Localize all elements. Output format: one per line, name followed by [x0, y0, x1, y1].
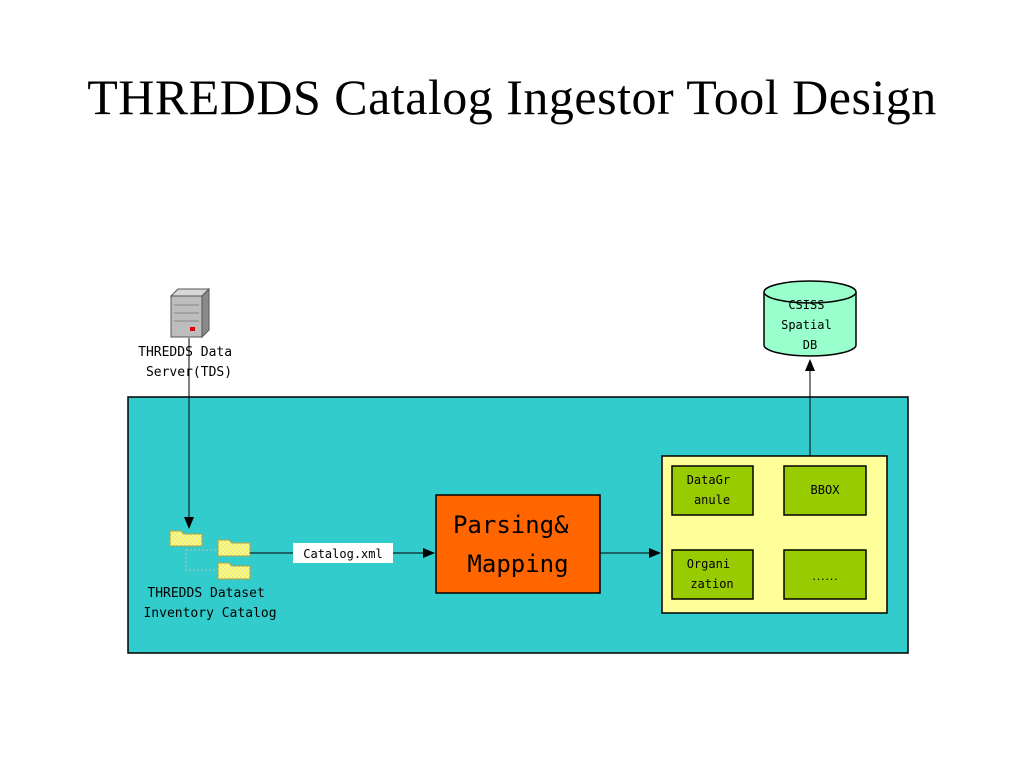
slide-title: THREDDS Catalog Ingestor Tool Design	[87, 69, 937, 125]
parsing-mapping-box	[435, 494, 601, 594]
server-icon	[169, 287, 211, 339]
item-label-organization: Organi zation	[687, 557, 738, 591]
database-icon	[763, 280, 857, 357]
db-label: CSISS Spatial DB	[781, 298, 839, 352]
folder-icon	[169, 530, 251, 580]
item-box-datagranule	[671, 465, 754, 516]
item-box-organization	[671, 549, 754, 600]
item-label-more: ……	[812, 568, 838, 583]
item-box-more	[783, 549, 867, 600]
parser-label: Parsing& Mapping	[453, 511, 583, 578]
item-label-datagranule: DataGr anule	[687, 473, 738, 507]
edge-label: Catalog.xml	[303, 547, 382, 561]
catalog-label: THREDDS Dataset Inventory Catalog	[143, 586, 276, 621]
edge-label-box	[293, 543, 393, 563]
item-box-bbox	[783, 465, 867, 516]
item-label-bbox: BBOX	[811, 483, 841, 497]
